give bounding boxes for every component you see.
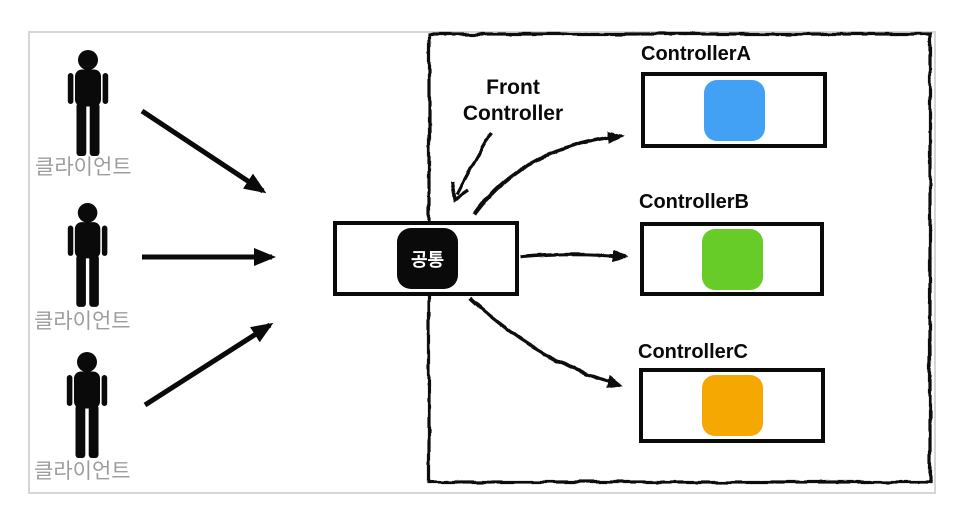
controller-b-box: [640, 222, 824, 296]
controller-c-label: ControllerC: [638, 341, 748, 363]
controller-a-label: ControllerA: [641, 43, 751, 65]
front-controller-label: Front Controller: [462, 76, 564, 125]
client3-request-arrow: [143, 322, 274, 408]
dispatch-arrow-controller-c: [468, 296, 623, 388]
controller-c-square: [701, 375, 763, 436]
client-label: 클라이언트: [34, 460, 131, 483]
controller-a-box: [641, 72, 827, 148]
controller-b-square: [701, 228, 763, 290]
controller-c-box: [639, 368, 825, 443]
client-label: 클라이언트: [34, 310, 131, 333]
diagram-outer-frame: [28, 31, 936, 494]
dispatch-arrow-controller-a: [472, 130, 625, 217]
controller-b-label: ControllerB: [639, 191, 749, 213]
common-chip: 공통: [397, 228, 458, 289]
dispatch-arrow-controller-b: [520, 249, 629, 263]
common-box: 공통: [333, 221, 519, 296]
controller-a-square: [703, 79, 765, 141]
client-label: 클라이언트: [35, 156, 132, 179]
client1-request-arrow: [140, 108, 267, 194]
client-person-icon: [67, 203, 108, 307]
front-controller-annotation-arrow: [450, 132, 493, 202]
client-person-icon: [66, 352, 108, 458]
common-chip-label: 공통: [410, 249, 445, 270]
client-person-icon: [67, 50, 109, 156]
